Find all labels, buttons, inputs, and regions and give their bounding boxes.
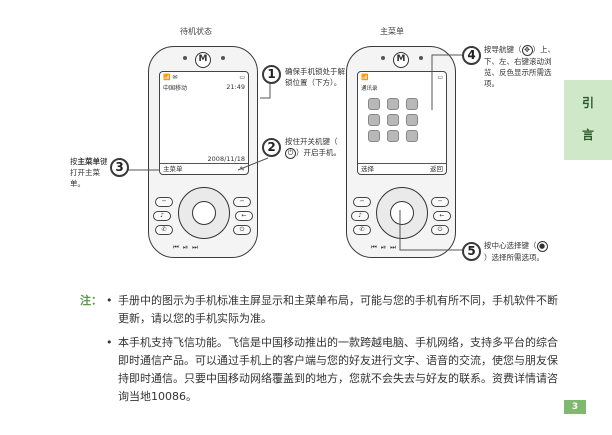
end-key[interactable]: ⏻ xyxy=(431,225,449,235)
menu-icon[interactable] xyxy=(368,114,380,126)
power-key-icon: ⏻ xyxy=(285,147,296,159)
callout-text-4: 按导航键（✥）上、下、左、右键滚动浏览、反色显示所需选项。 xyxy=(484,44,555,88)
menu-icon[interactable] xyxy=(387,114,399,126)
motorola-logo: M xyxy=(393,52,409,68)
end-key[interactable]: ⏻ xyxy=(233,225,251,235)
back-key[interactable]: ← xyxy=(433,211,451,221)
center-select-key[interactable] xyxy=(390,201,414,225)
main-menu-caption: 主菜单 xyxy=(380,27,404,36)
page-number: 3 xyxy=(564,400,586,414)
motorola-logo: M xyxy=(195,52,211,68)
right-soft-key[interactable]: ─ xyxy=(233,197,251,207)
call-key[interactable]: ✆ xyxy=(353,225,371,235)
center-key-icon: ● xyxy=(536,240,548,252)
menu-icon-grid[interactable] xyxy=(368,98,419,142)
menu-icon[interactable] xyxy=(406,130,418,142)
standby-screen: 📶 ✉ ▭ 中国移动 21:49 2008/11/18 主菜单 ✎ xyxy=(159,71,249,175)
menu-icon[interactable] xyxy=(406,114,418,126)
callout-text-5: 按中心选择键（●）选择所需选项。 xyxy=(484,240,548,263)
menu-icon[interactable] xyxy=(387,130,399,142)
media-keys[interactable]: ⏮ ⏯ ⏭ xyxy=(371,243,398,251)
menu-icon[interactable] xyxy=(387,98,399,110)
menu-icon[interactable] xyxy=(368,130,380,142)
left-soft-key[interactable]: ─ xyxy=(155,197,173,207)
left-soft-key[interactable]: ─ xyxy=(353,197,371,207)
back-key[interactable]: ← xyxy=(235,211,253,221)
phone-standby: M 📶 ✉ ▭ 中国移动 21:49 2008/11/18 主菜单 ✎ ─ ─ … xyxy=(148,46,258,258)
media-keys[interactable]: ⏮ ⏯ ⏭ xyxy=(173,243,200,251)
music-key[interactable]: ♪ xyxy=(351,211,369,221)
note-label: 注： xyxy=(80,294,102,307)
standby-softbar: 主菜单 ✎ xyxy=(160,163,248,174)
menu-icon[interactable] xyxy=(406,98,418,110)
date-label: 2008/11/18 xyxy=(207,155,245,163)
softkey-back[interactable]: 返回 xyxy=(430,165,443,173)
menu-softbar: 选择 返回 xyxy=(358,163,446,174)
callout-number-3: 3 xyxy=(110,158,129,177)
chapter-tab: 引 言 xyxy=(564,80,612,160)
standby-caption: 待机状态 xyxy=(180,27,212,36)
nav-key-icon: ✥ xyxy=(521,44,533,56)
nav-key[interactable] xyxy=(178,187,230,239)
softkey-right-icon[interactable]: ✎ xyxy=(239,165,245,173)
chapter-tab-char-2: 言 xyxy=(581,128,594,142)
center-select-key[interactable] xyxy=(192,201,216,225)
call-key[interactable]: ✆ xyxy=(155,225,173,235)
callout-number-1: 1 xyxy=(262,65,281,84)
clock-label: 21:49 xyxy=(226,83,245,91)
chapter-tab-char-1: 引 xyxy=(581,96,594,110)
operator-label: 中国移动 xyxy=(163,85,188,92)
note-item-1: •手册中的图示为手机标准主屏显示和主菜单布局，可能与您的手机有所不同，手机软件不… xyxy=(106,294,558,325)
right-soft-key[interactable]: ─ xyxy=(431,197,449,207)
note-item-2: •本手机支持飞信功能。飞信是中国移动推出的一款跨越电脑、手机网络，支持多平台的综… xyxy=(106,336,558,403)
menu-icon[interactable] xyxy=(368,98,380,110)
softkey-main-menu[interactable]: 主菜单 xyxy=(163,165,183,173)
callout-number-4: 4 xyxy=(462,46,481,65)
callout-number-5: 5 xyxy=(462,242,481,261)
music-key[interactable]: ♪ xyxy=(153,211,171,221)
nav-key[interactable] xyxy=(376,187,428,239)
callout-text-1: 确保手机锁处于解锁位置（下方）。 xyxy=(285,67,345,87)
callout-text-2: 按住开关机键（⏻）开启手机。 xyxy=(285,137,341,159)
menu-title: 通讯录 xyxy=(361,86,378,92)
callout-number-2: 2 xyxy=(262,138,281,157)
callout-text-3: 按主菜单键打开主菜单。 xyxy=(70,157,108,188)
softkey-select[interactable]: 选择 xyxy=(361,165,374,173)
